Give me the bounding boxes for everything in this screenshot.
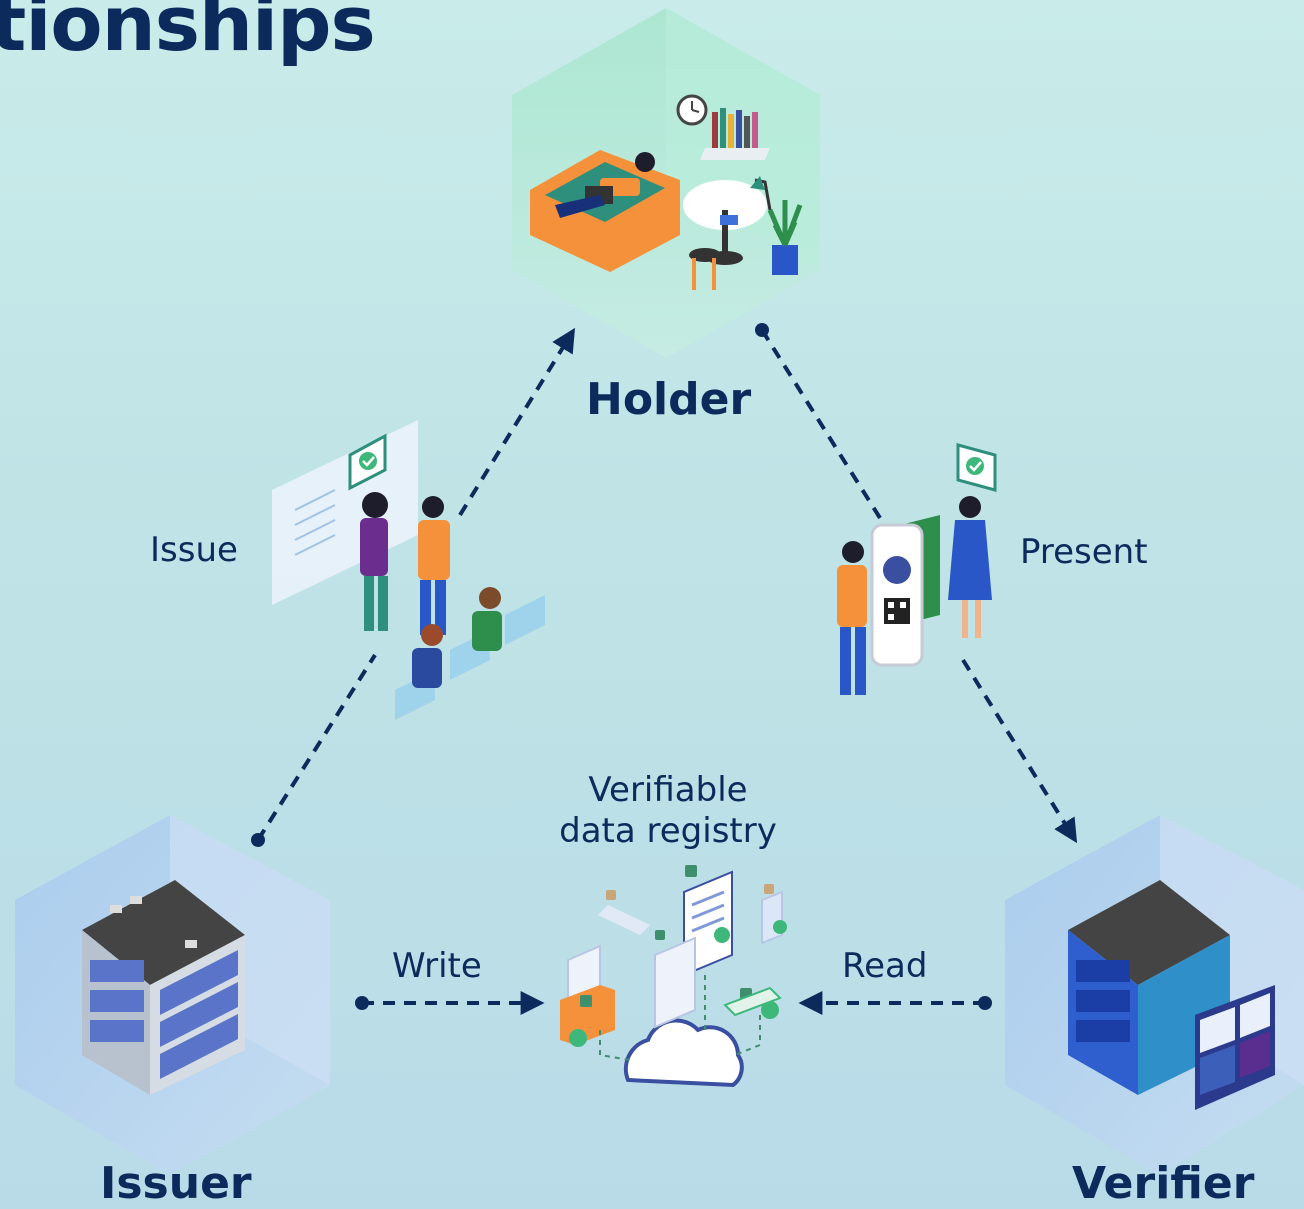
- arrow-endpoints: [251, 323, 992, 1010]
- issuer-label: Issuer: [100, 1158, 252, 1209]
- read-label: Read: [842, 946, 928, 986]
- registry-illustration: [560, 865, 787, 1088]
- arrow-present-to-verifier: [961, 658, 1078, 844]
- write-label: Write: [392, 946, 482, 986]
- bookshelf-icon: [700, 108, 770, 160]
- clock-icon: [676, 94, 708, 126]
- verifier-label: Verifier: [1072, 1158, 1255, 1209]
- issue-label: Issue: [150, 530, 238, 570]
- issue-scene-illustration: [272, 420, 545, 720]
- issuer-building-illustration: [15, 815, 330, 1175]
- page-title: tionships: [0, 0, 376, 68]
- arrow-holder-to-present: [760, 328, 882, 520]
- registry-label-line-1: Verifiable: [588, 770, 748, 810]
- cloud-icon: [623, 1018, 744, 1088]
- relationship-arrows: [256, 327, 1078, 1015]
- holder-label: Holder: [586, 374, 752, 425]
- holder-room-illustration: [512, 8, 820, 358]
- registry-label: Verifiable data registry: [538, 770, 798, 852]
- arrow-issuer-to-issue: [256, 653, 377, 842]
- present-scene-illustration: [837, 443, 997, 695]
- lock-icon: [580, 865, 774, 1007]
- present-label: Present: [1020, 532, 1148, 572]
- verifier-building-illustration: [1005, 815, 1304, 1175]
- registry-label-line-2: data registry: [559, 811, 777, 852]
- dashboard-icon: [1195, 985, 1275, 1110]
- qr-code-icon: [884, 598, 910, 624]
- arrow-issue-to-holder: [458, 327, 576, 517]
- check-shield-icon: [956, 443, 997, 492]
- check-shield-icon: [348, 433, 387, 491]
